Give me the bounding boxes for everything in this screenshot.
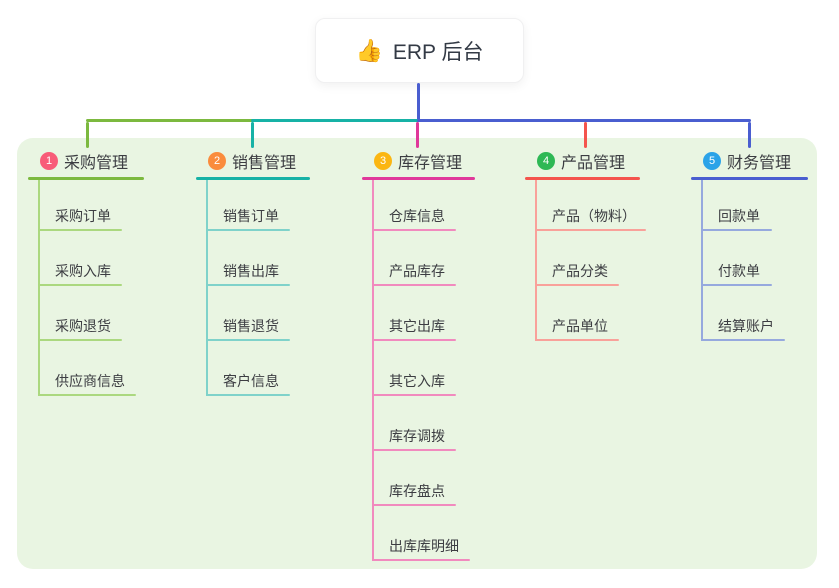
branch-underline (525, 177, 640, 180)
child-underline (372, 284, 456, 286)
child-node[interactable]: 仓库信息 (389, 208, 445, 224)
child-underline (206, 229, 290, 231)
branch-node[interactable]: 采购管理 (64, 155, 129, 172)
child-underline (701, 229, 772, 231)
child-underline (535, 284, 619, 286)
child-node[interactable]: 产品分类 (552, 263, 608, 279)
child-underline (38, 394, 136, 396)
connector-line (86, 122, 89, 148)
child-node[interactable]: 销售订单 (223, 208, 279, 224)
child-node[interactable]: 产品库存 (389, 263, 445, 279)
connector-line (417, 119, 751, 122)
child-node[interactable]: 产品单位 (552, 318, 608, 334)
child-node[interactable]: 采购订单 (55, 208, 111, 224)
child-node[interactable]: 销售退货 (223, 318, 279, 334)
child-node[interactable]: 库存盘点 (389, 483, 445, 499)
child-node[interactable]: 付款单 (718, 263, 760, 279)
child-node[interactable]: 销售出库 (223, 263, 279, 279)
child-node[interactable]: 采购退货 (55, 318, 111, 334)
child-underline (372, 559, 470, 561)
branch-node[interactable]: 库存管理 (398, 155, 463, 172)
child-underline (535, 229, 646, 231)
root-node-label: ERP 后台 (392, 40, 484, 64)
branch-node[interactable]: 销售管理 (232, 155, 297, 172)
branch-node[interactable]: 财务管理 (727, 155, 792, 172)
root-node[interactable]: 👍 ERP 后台 (315, 18, 524, 83)
child-node[interactable]: 库存调拨 (389, 428, 445, 444)
children-connector-line (38, 180, 40, 396)
connector-line (748, 122, 751, 148)
child-underline (701, 339, 785, 341)
child-node[interactable]: 客户信息 (223, 373, 279, 389)
child-node[interactable]: 其它入库 (389, 373, 445, 389)
branch-number-badge: 3 (374, 152, 392, 170)
child-node[interactable]: 出库库明细 (389, 538, 459, 554)
branch-underline (362, 177, 475, 180)
child-node[interactable]: 供应商信息 (55, 373, 125, 389)
child-underline (38, 339, 122, 341)
root-connector-line (417, 83, 420, 122)
branches-panel (17, 138, 817, 569)
child-underline (701, 284, 772, 286)
branch-underline (196, 177, 310, 180)
branch-number-badge: 2 (208, 152, 226, 170)
children-connector-line (206, 180, 208, 396)
branch-number-badge: 4 (537, 152, 555, 170)
child-node[interactable]: 产品（物料） (552, 208, 636, 224)
branch-number-badge: 5 (703, 152, 721, 170)
child-underline (372, 229, 456, 231)
child-underline (372, 504, 456, 506)
child-node[interactable]: 回款单 (718, 208, 760, 224)
child-node[interactable]: 采购入库 (55, 263, 111, 279)
branch-node[interactable]: 产品管理 (561, 155, 626, 172)
branch-underline (691, 177, 808, 180)
connector-line (416, 122, 419, 148)
connector-line (584, 122, 587, 148)
branch-underline (28, 177, 144, 180)
children-connector-line (535, 180, 537, 341)
connector-line (251, 122, 254, 148)
child-node[interactable]: 结算账户 (718, 318, 774, 334)
children-connector-line (701, 180, 703, 341)
child-underline (372, 339, 456, 341)
child-underline (372, 394, 456, 396)
child-underline (38, 229, 122, 231)
child-underline (38, 284, 122, 286)
child-underline (206, 284, 290, 286)
child-underline (372, 449, 456, 451)
thumbs-up-icon: 👍 (355, 37, 383, 63)
child-underline (206, 339, 290, 341)
connector-line (251, 119, 420, 122)
child-underline (206, 394, 290, 396)
branch-number-badge: 1 (40, 152, 58, 170)
child-underline (535, 339, 619, 341)
child-node[interactable]: 其它出库 (389, 318, 445, 334)
children-connector-line (372, 180, 374, 561)
